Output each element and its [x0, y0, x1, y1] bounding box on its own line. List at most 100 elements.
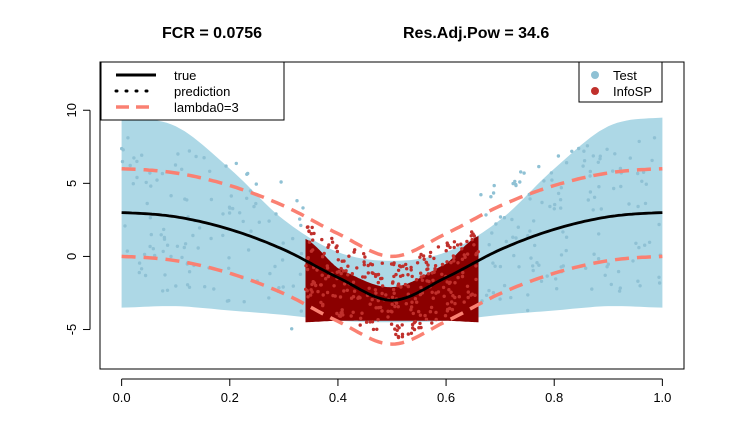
infosp-point — [338, 295, 343, 299]
test-point — [298, 272, 303, 276]
infosp-point — [409, 305, 414, 309]
test-point — [299, 309, 303, 313]
test-point — [586, 198, 590, 202]
infosp-point — [409, 331, 414, 335]
test-point — [291, 236, 295, 241]
infosp-point — [325, 290, 330, 295]
infosp-point — [466, 295, 470, 300]
infosp-point — [378, 305, 383, 310]
infosp-point — [380, 291, 384, 296]
infosp-point — [386, 315, 390, 319]
test-point — [492, 183, 496, 188]
lambda-lower-line — [121, 254, 663, 346]
infosp-point — [409, 308, 413, 312]
test-point — [494, 222, 498, 226]
test-point — [597, 232, 601, 236]
infosp-point — [457, 295, 461, 299]
infosp-point — [469, 234, 473, 238]
test-point — [528, 197, 532, 201]
infosp-point — [410, 274, 414, 279]
test-point — [161, 249, 165, 254]
test-point — [135, 175, 139, 180]
power-label: Res.Adj.Pow = 34.6 — [403, 25, 549, 42]
infosp-point — [404, 302, 408, 306]
infosp-point — [442, 294, 446, 298]
test-point — [212, 287, 216, 291]
test-point — [577, 146, 581, 151]
test-point — [273, 264, 277, 269]
test-point — [657, 222, 661, 227]
infosp-point — [400, 335, 405, 339]
test-point — [126, 136, 130, 140]
infosp-point — [374, 306, 378, 310]
test-point — [227, 266, 231, 270]
infosp-point — [376, 298, 380, 303]
test-point — [491, 261, 495, 265]
infosp-point — [346, 273, 350, 277]
infosp-point — [335, 244, 339, 248]
infosp-point — [342, 282, 347, 286]
infosp-point — [445, 307, 450, 312]
test-point — [591, 208, 595, 212]
infosp-point — [472, 234, 476, 238]
infosp-point — [350, 272, 354, 276]
infosp-point — [419, 271, 423, 275]
test-point — [267, 296, 271, 300]
test-point — [556, 154, 561, 158]
test-point — [502, 216, 507, 220]
infosp-point — [406, 292, 410, 296]
test-point — [149, 184, 153, 188]
infosp-point — [424, 260, 428, 264]
test-point — [209, 236, 213, 241]
test-point — [599, 207, 603, 211]
infosp-point — [337, 269, 341, 274]
test-point — [144, 180, 148, 185]
test-point — [489, 195, 493, 199]
infosp-point — [389, 322, 394, 326]
test-point — [519, 170, 523, 174]
infosp-point — [390, 302, 394, 306]
test-point — [637, 245, 641, 250]
infosp-point — [305, 267, 310, 272]
test-point — [298, 217, 302, 221]
infosp-point — [421, 254, 426, 258]
infosp-point — [410, 300, 414, 304]
test-point — [301, 206, 305, 210]
test-point — [162, 235, 167, 240]
test-point — [559, 253, 564, 257]
test-point — [139, 267, 144, 271]
infosp-point — [380, 309, 384, 313]
test-point — [618, 286, 622, 290]
infosp-point — [456, 261, 460, 265]
infosp-point — [428, 310, 433, 314]
test-point — [479, 193, 483, 197]
infosp-point — [386, 309, 390, 313]
legend-label-infosp: InfoSP — [613, 84, 652, 99]
infosp-point — [399, 285, 403, 289]
infosp-point — [470, 292, 474, 296]
infosp-point — [335, 249, 340, 254]
infosp-point — [392, 274, 396, 279]
infosp-point — [371, 327, 376, 332]
test-point — [187, 270, 192, 274]
infosp-point — [420, 278, 425, 282]
infosp-point — [462, 300, 466, 304]
y-tick-label: 10 — [64, 103, 79, 117]
infosp-point — [418, 255, 422, 259]
infosp-point — [418, 313, 423, 317]
infosp-point — [355, 266, 359, 270]
infosp-point — [452, 256, 456, 260]
infosp-point — [425, 279, 429, 283]
infosp-point — [371, 271, 375, 276]
test-point — [274, 212, 278, 216]
test-point — [641, 170, 646, 174]
test-point — [123, 224, 127, 228]
test-point — [132, 156, 136, 160]
test-point — [598, 157, 602, 161]
infosp-point — [352, 289, 357, 293]
infosp-point — [395, 324, 400, 328]
test-point — [550, 178, 554, 182]
infosp-point — [401, 264, 405, 268]
infosp-point — [411, 311, 415, 316]
infosp-point — [445, 243, 450, 248]
